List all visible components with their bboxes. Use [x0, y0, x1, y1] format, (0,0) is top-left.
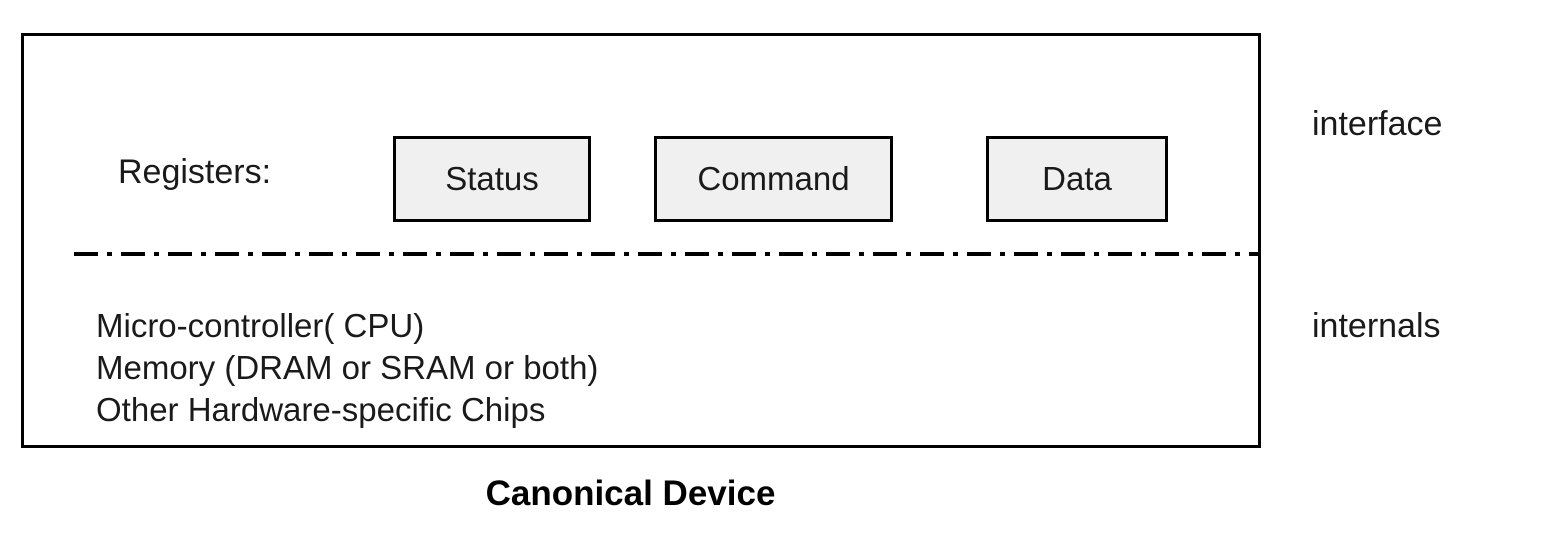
interface-side-label: interface	[1312, 105, 1443, 143]
status-register-box: Status	[393, 136, 591, 222]
canonical-device-box: Registers: Status Command Data Micro-con…	[21, 33, 1261, 448]
registers-label: Registers:	[118, 153, 272, 191]
interface-internals-divider	[74, 252, 1258, 256]
command-register-box: Command	[654, 136, 893, 222]
internals-item-microcontroller: Micro-controller( CPU)	[96, 307, 425, 344]
diagram-caption: Canonical Device	[485, 474, 776, 513]
internals-item-other-chips: Other Hardware-specific Chips	[96, 391, 546, 428]
data-register-box: Data	[986, 136, 1168, 222]
internals-item-memory: Memory (DRAM or SRAM or both)	[96, 349, 599, 386]
internals-list: Micro-controller( CPU) Memory (DRAM or S…	[96, 305, 598, 431]
internals-side-label: internals	[1312, 307, 1441, 345]
status-register-label: Status	[445, 160, 539, 197]
data-register-label: Data	[1042, 160, 1112, 197]
command-register-label: Command	[697, 160, 850, 197]
